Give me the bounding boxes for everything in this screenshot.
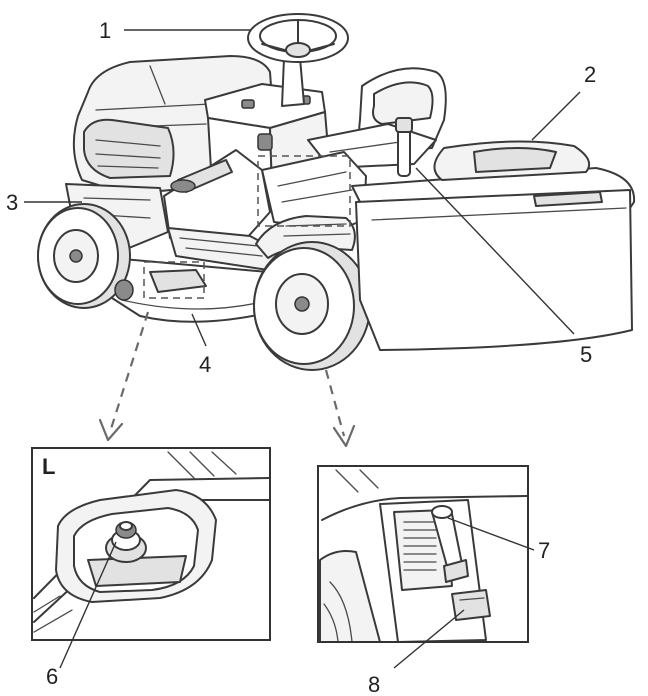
leader-8 [393,609,465,669]
deck-wheel [114,279,134,301]
control-knob [241,99,255,109]
inset-right [317,465,535,669]
height-scale [403,521,437,571]
grass-collector [351,140,636,351]
arrow-to-right-inset [324,369,346,437]
lever-5 [395,117,413,177]
seat [307,67,447,169]
steering-column [281,57,305,107]
inset-side-label: L [42,454,55,479]
callout-6: 6 [46,664,58,689]
callout-1: 1 [99,18,111,43]
inset-arrows [98,311,356,448]
front-wheel [37,203,131,309]
callout-2: 2 [584,62,596,87]
detail-box-left [143,261,205,299]
leader-7 [447,517,535,551]
callout-3: 3 [6,190,18,215]
arrow-to-left-inset [108,311,150,433]
deck-height-bolt [105,521,147,563]
leader-2 [531,91,581,141]
hood-grille [83,118,175,179]
dash-switch [257,133,273,151]
collector-handle [533,191,603,207]
axle-spring [170,179,196,193]
callout-leaders [24,29,581,347]
rear-wheel [253,241,371,371]
detail-box-right [257,155,351,227]
leader-5 [415,167,575,335]
inset-left: L [31,447,271,669]
steering-wheel [247,13,349,63]
height-lever-7 [431,505,469,583]
deck-pedal [149,269,207,293]
callout-7: 7 [538,538,550,563]
mower-illustration [37,13,636,371]
callout-8: 8 [368,672,380,696]
callout-5: 5 [580,342,592,367]
leader-4 [191,313,207,347]
callout-4: 4 [199,352,211,377]
leader-6 [59,541,117,669]
